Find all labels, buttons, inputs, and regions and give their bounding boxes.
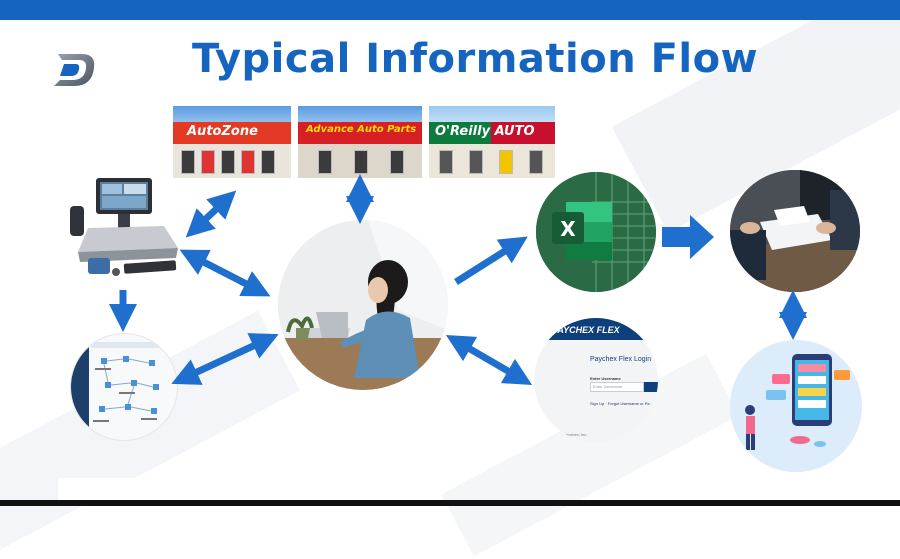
paychex-login-heading: Paychex Flex Login: [590, 356, 652, 363]
store-oreilly: O'Reilly AUTO: [429, 106, 555, 178]
paychex-username-placeholder: Enter Username: [593, 384, 623, 389]
store-sign: Advance Auto Parts: [306, 124, 417, 135]
bottom-bar: [0, 500, 900, 506]
business-meeting-photo: [730, 170, 860, 292]
company-logo: [52, 50, 100, 90]
paychex-footer-left: 2021 by Paychex, Inc.: [548, 432, 588, 437]
pos-terminal-icon: [66, 176, 184, 280]
mobile-analytics-illustration: [730, 340, 862, 472]
store-sign: AutoZone: [187, 124, 258, 139]
paychex-header: [534, 318, 658, 340]
person-at-laptop: [278, 220, 448, 390]
store-autozone: AutoZone: [173, 106, 291, 178]
top-banner: [0, 0, 900, 20]
paychex-submit-button[interactable]: [644, 382, 658, 392]
accounting-software-screen: [70, 333, 178, 441]
paychex-brand: PAYCHEX FLEX: [552, 325, 620, 335]
excel-letter: X: [560, 217, 576, 241]
arrow-excel-meeting: [662, 215, 714, 259]
store-advance-auto-parts: Advance Auto Parts: [298, 106, 422, 178]
paychex-username-input[interactable]: Enter Username: [590, 382, 644, 392]
paychex-field-label: Enter Username: [590, 376, 621, 381]
excel-icon: X: [536, 172, 656, 292]
slide-title: Typical Information Flow: [191, 36, 759, 82]
store-sign: O'Reilly AUTO: [435, 124, 535, 139]
payroll-login-screen: PAYCHEX FLEX Paychex Flex Login Enter Us…: [534, 318, 658, 442]
paychex-links[interactable]: Sign Up · Forgot Username or Pa: [590, 401, 650, 406]
paychex-footer-right[interactable]: Learn M: [636, 432, 651, 437]
bottom-white-strip: [58, 478, 428, 500]
